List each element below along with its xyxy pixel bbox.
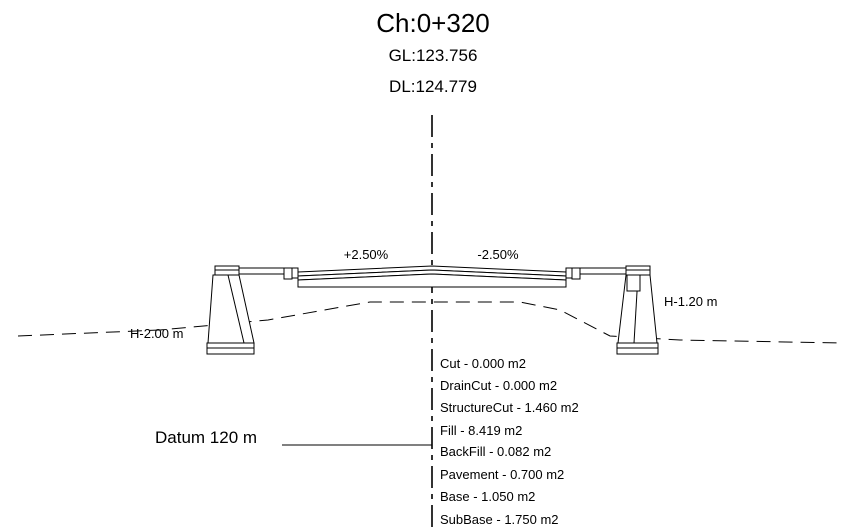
ground-level-label: GL:123.756 bbox=[389, 46, 478, 65]
design-level-label: DL:124.779 bbox=[389, 77, 477, 96]
quantity-item: SubBase - 1.750 m2 bbox=[440, 512, 559, 527]
datum-label: Datum 120 m bbox=[155, 428, 257, 447]
right-slope-label: -2.50% bbox=[477, 247, 519, 262]
quantity-item: Cut - 0.000 m2 bbox=[440, 356, 526, 371]
left-drain bbox=[206, 265, 293, 355]
left-slope-label: +2.50% bbox=[344, 247, 389, 262]
quantities-list: Cut - 0.000 m2 DrainCut - 0.000 m2 Struc… bbox=[440, 356, 579, 527]
right-drain-height-label: H-1.20 m bbox=[664, 294, 717, 309]
ground-line bbox=[17, 301, 842, 344]
road-pavement bbox=[291, 265, 573, 288]
chainage-label: Ch:0+320 bbox=[376, 8, 489, 38]
quantity-item: BackFill - 0.082 m2 bbox=[440, 444, 551, 459]
quantity-item: Pavement - 0.700 m2 bbox=[440, 467, 564, 482]
left-drain-height-label: H-2.00 m bbox=[130, 326, 183, 341]
quantity-item: Base - 1.050 m2 bbox=[440, 489, 535, 504]
quantity-item: DrainCut - 0.000 m2 bbox=[440, 378, 557, 393]
quantity-item: StructureCut - 1.460 m2 bbox=[440, 400, 579, 415]
quantity-item: Fill - 8.419 m2 bbox=[440, 423, 522, 438]
right-drain bbox=[571, 265, 659, 355]
